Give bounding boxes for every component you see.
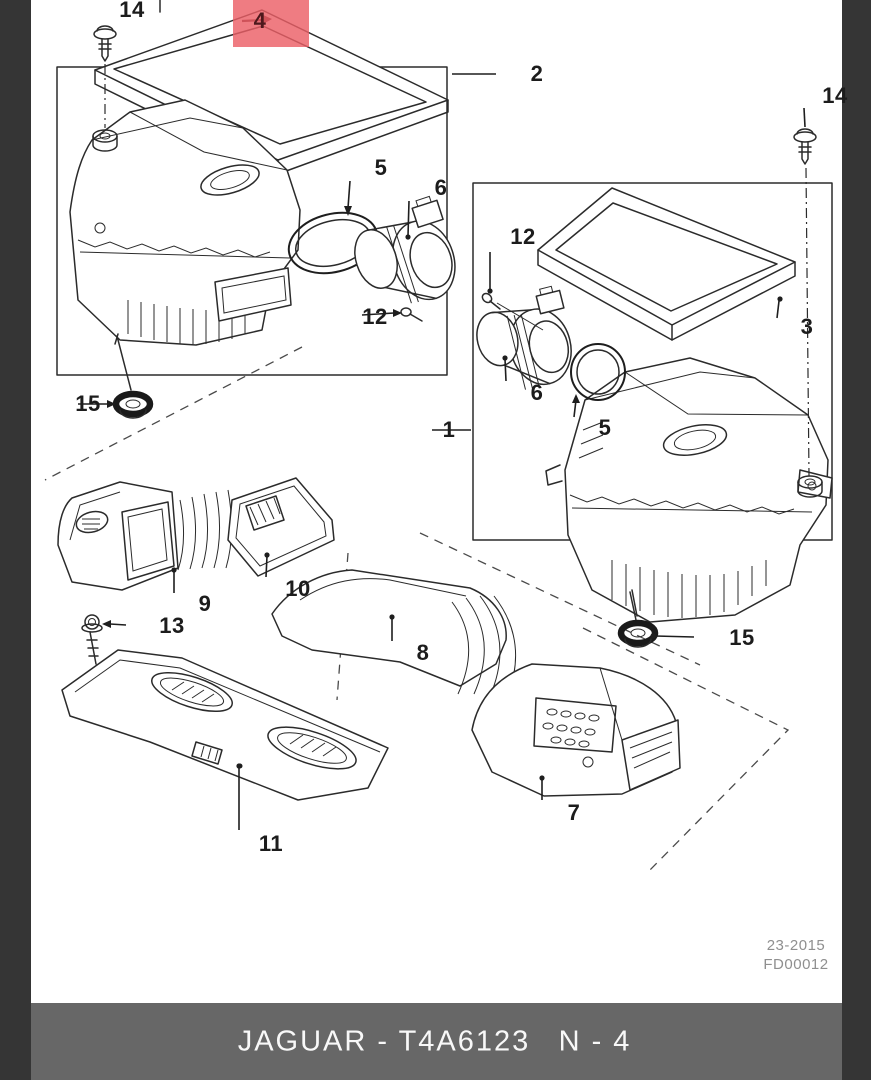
callout-12-right[interactable]: 12 [510, 224, 536, 249]
fir-tree-screw-14-left [93, 25, 117, 62]
caption-bar: JAGUAR - T4A6123 N - 4 [31, 1003, 842, 1080]
callout-12-left[interactable]: 12 [362, 304, 388, 329]
callout-5-right[interactable]: 5 [598, 415, 612, 440]
shield-panel-11 [61, 649, 389, 801]
bolt-13 [81, 614, 103, 665]
callout-11[interactable]: 11 [258, 831, 284, 856]
callout-4-highlighted[interactable]: 4 [253, 8, 267, 33]
page-reference: N - 4 [558, 1025, 632, 1057]
grommet-15-right [617, 591, 659, 648]
clamp-screw-12-right [481, 292, 544, 331]
date-code: 23-2015 [766, 937, 826, 954]
clamp-screw-12-left [400, 307, 423, 322]
callout-6-left[interactable]: 6 [434, 175, 448, 200]
fir-tree-screw-14-right [793, 128, 817, 165]
callout-6-right[interactable]: 6 [530, 380, 544, 405]
callout-9[interactable]: 9 [198, 591, 212, 616]
diagram-page: 14 4 2 5 6 12 15 14 12 3 6 5 1 15 9 10 1… [31, 0, 847, 1003]
air-filter-element-right [537, 187, 796, 341]
bellows-duct [177, 489, 233, 571]
callout-10[interactable]: 10 [285, 576, 311, 601]
selected-part-highlight[interactable] [233, 0, 309, 47]
drawing-plate: 23-2015 FD00012 [763, 936, 828, 974]
grommet-15-left [112, 335, 154, 419]
callout-14-left[interactable]: 14 [119, 0, 145, 22]
inlet-duct-7 [471, 663, 681, 797]
screw-14-right-axis [805, 167, 810, 477]
intake-snorkel-9 [57, 481, 179, 591]
callout-13[interactable]: 13 [159, 613, 185, 638]
catalog-part-title: JAGUAR - T4A6123 [237, 1025, 531, 1057]
parts-diagram-art [44, 0, 833, 873]
callout-7[interactable]: 7 [567, 800, 581, 825]
honeycomb-grille [542, 708, 600, 748]
outlet-duct-8 [271, 569, 517, 701]
drawing-number: FD00012 [763, 956, 829, 973]
callout-3[interactable]: 3 [800, 314, 814, 339]
maf-sensor-left [354, 195, 456, 304]
maf-sensor-right [476, 285, 572, 390]
resonator-duct-10 [227, 477, 335, 577]
leader-lines [78, 73, 806, 830]
callout-8[interactable]: 8 [416, 640, 430, 665]
callout-14-right[interactable]: 14 [822, 83, 848, 108]
callout-1[interactable]: 1 [442, 417, 456, 442]
mount-boss-right [797, 475, 823, 498]
seal-ring-right [570, 343, 626, 401]
callout-15-left[interactable]: 15 [75, 391, 101, 416]
callout-2[interactable]: 2 [530, 61, 544, 86]
callout-5-left[interactable]: 5 [374, 155, 388, 180]
air-cleaner-housing-left [69, 99, 301, 346]
air-cleaner-housing-right [545, 357, 833, 623]
mount-boss-left [92, 129, 118, 152]
callout-15-right[interactable]: 15 [729, 625, 755, 650]
